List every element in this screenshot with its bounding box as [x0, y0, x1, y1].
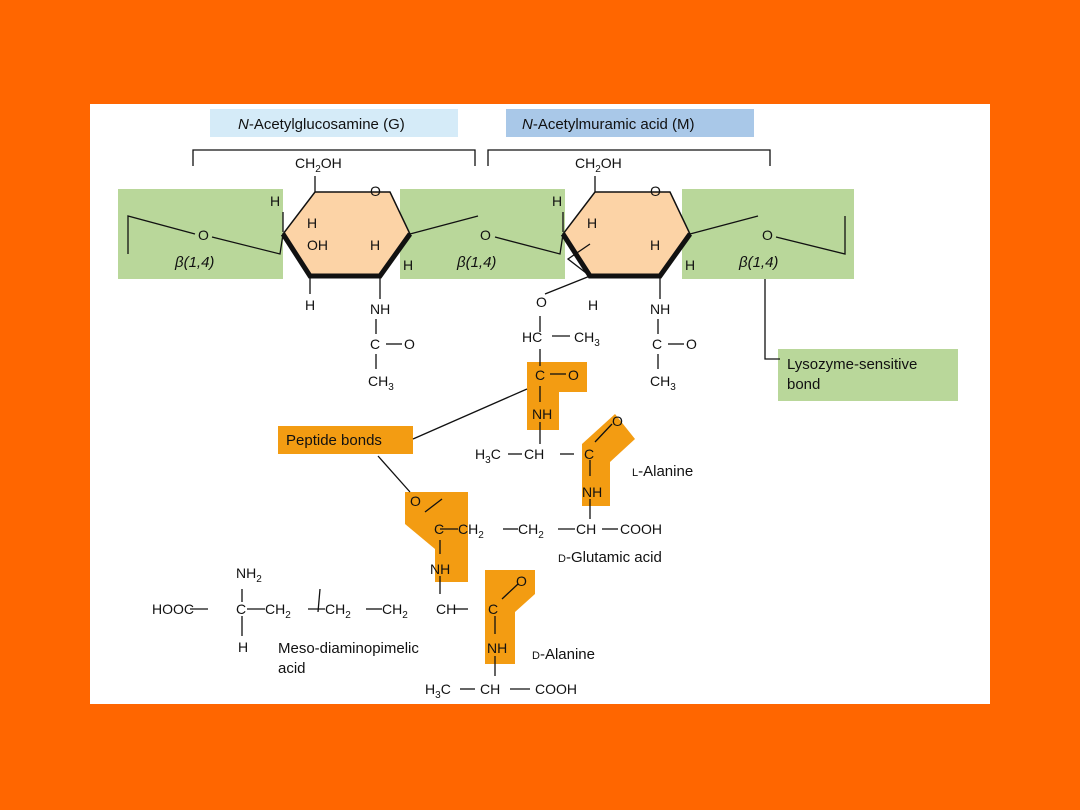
peptide-highlight-1 — [527, 362, 587, 392]
d-glu-cooh: COOH — [620, 521, 662, 537]
nag-oh: OH — [307, 237, 328, 253]
d-ala-ch: CH — [480, 681, 500, 697]
peptide-leader-1 — [412, 388, 528, 440]
dap-nh: NH — [430, 561, 450, 577]
peptide-highlight-4 — [485, 570, 535, 664]
nag-h5: H — [305, 297, 315, 313]
glycosidic-oxygen-3: O — [762, 227, 773, 243]
l-ala-nh: NH — [532, 406, 552, 422]
nag-ring-oxygen: O — [370, 183, 381, 199]
d-ala-cooh: COOH — [535, 681, 577, 697]
nag-carbonyl-c: C — [370, 336, 380, 352]
peptide-highlight-3 — [405, 492, 468, 582]
beta-bond-box-right — [682, 189, 854, 279]
nam-carbonyl-c: C — [652, 336, 662, 352]
nam-h3: H — [650, 237, 660, 253]
dap-ch2-3: CH2 — [382, 601, 408, 621]
ring-edge-nam — [560, 232, 693, 279]
nam-bracket — [487, 149, 771, 166]
lysozyme-label-2: bond — [787, 376, 820, 393]
peptide-bonds-label: Peptide bonds — [286, 432, 382, 449]
lysozyme-leader — [764, 279, 780, 360]
peptide-label-box — [278, 426, 413, 454]
nam-header: N-Acetylmuramic acid (M) — [522, 116, 695, 133]
dap-hooc: HOOC — [152, 601, 194, 617]
diagram-panel: N-Acetylglucosamine (G) N-Acetylmuramic … — [90, 104, 990, 704]
d-glu-gamma-o: O — [410, 493, 421, 509]
dap-ch2-1: CH2 — [265, 601, 291, 621]
nam-h5: H — [588, 297, 598, 313]
nag-ch3: CH3 — [368, 373, 394, 393]
peptidoglycan-diagram: N-Acetylglucosamine (G) N-Acetylmuramic … — [118, 109, 958, 701]
dap-carbonyl-o: O — [516, 573, 527, 589]
nag-h3: H — [370, 237, 380, 253]
l-ala-carbonyl-o: O — [612, 413, 623, 429]
nam-header-box — [506, 109, 754, 137]
nag-bracket — [192, 149, 476, 166]
d-glutamic-label: D-Glutamic acid — [558, 549, 662, 566]
beta-label-right: β(1,4) — [738, 254, 778, 271]
dap-carbonyl-c: C — [488, 601, 498, 617]
d-alanine-label: D-Alanine — [532, 646, 595, 663]
dap-ch: CH — [436, 601, 456, 617]
meso-dap-label-2: acid — [278, 660, 306, 677]
lysozyme-label-box — [778, 349, 958, 401]
nam-h1: H — [552, 193, 562, 209]
dap-ch2-2: CH2 — [325, 601, 351, 621]
l-ala-ch: CH — [524, 446, 544, 462]
beta-bond-box-left — [118, 189, 283, 279]
nam-ring-oxygen: O — [650, 183, 661, 199]
d-ala-nh: NH — [487, 640, 507, 656]
lactyl-carbonyl-o: O — [568, 367, 579, 383]
l-ala-carbonyl-c: C — [584, 446, 594, 462]
d-glu-ch2-2: CH2 — [518, 521, 544, 541]
dap-nh2: NH2 — [236, 565, 262, 585]
nag-h2: H — [307, 215, 317, 231]
nam-ch3: CH3 — [650, 373, 676, 393]
d-glu-gamma-c: C — [434, 521, 444, 537]
d-ala-h3c: H3C — [425, 681, 451, 701]
nag-h4: H — [403, 257, 413, 273]
nag-header-box — [210, 109, 458, 137]
d-glu-nh: NH — [582, 484, 602, 500]
nag-carbonyl-o: O — [404, 336, 415, 352]
dap-alpha-c: C — [236, 601, 246, 617]
peptide-leader-2 — [377, 455, 411, 493]
l-alanine-label: L-Alanine — [632, 463, 693, 480]
dap-h: H — [238, 639, 248, 655]
ring-edge-nag — [280, 232, 413, 279]
lactyl-hc: HC — [522, 329, 542, 345]
lysozyme-label-1: Lysozyme-sensitive — [787, 356, 917, 373]
nag-ch2oh: CH2OH — [295, 155, 342, 175]
nam-ether-oxygen: O — [536, 294, 547, 310]
beta-label-middle: β(1,4) — [456, 254, 496, 271]
l-ala-h3c: H3C — [475, 446, 501, 466]
beta-label-left: β(1,4) — [174, 254, 214, 271]
nam-h4: H — [685, 257, 695, 273]
lactyl-carbonyl-c: C — [535, 367, 545, 383]
nam-ch2oh: CH2OH — [575, 155, 622, 175]
glycosidic-oxygen-2: O — [480, 227, 491, 243]
meso-dap-label-1: Meso-diaminopimelic — [278, 640, 419, 657]
d-glu-ch2-1: CH2 — [458, 521, 484, 541]
lactyl-ch3: CH3 — [574, 329, 600, 349]
beta-bond-box-middle — [400, 189, 565, 279]
nag-nh: NH — [370, 301, 390, 317]
d-glu-ch: CH — [576, 521, 596, 537]
nam-h2: H — [587, 215, 597, 231]
nam-carbonyl-o: O — [686, 336, 697, 352]
peptide-highlight-2 — [582, 414, 635, 506]
peptide-highlight-1b — [527, 392, 559, 430]
nag-h1: H — [270, 193, 280, 209]
nag-header: N-Acetylglucosamine (G) — [238, 116, 405, 133]
glycosidic-oxygen-1: O — [198, 227, 209, 243]
nam-nh: NH — [650, 301, 670, 317]
